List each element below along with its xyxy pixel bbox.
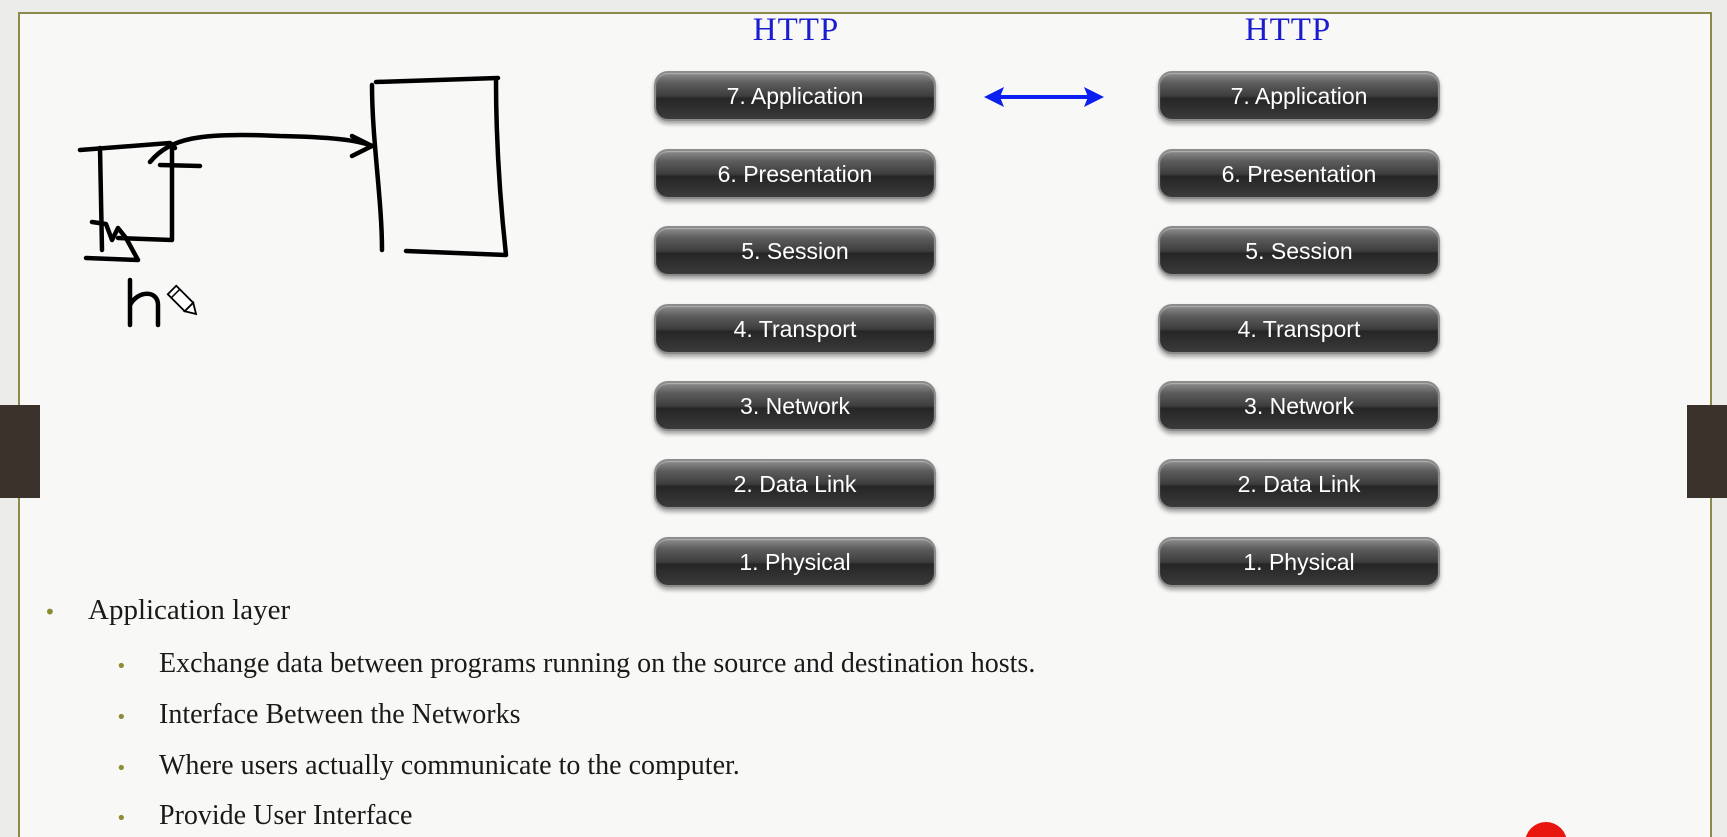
bullet-icon: • [116, 758, 127, 779]
sub-bullet-3: • Where users actually communicate to th… [116, 750, 740, 782]
right-layer-5-session-button[interactable]: 5. Session [1158, 226, 1440, 276]
sketch-client-base [83, 219, 141, 263]
bullet-main-text: Application layer [88, 594, 291, 626]
right-layer-7-application-button[interactable]: 7. Application [1158, 71, 1440, 121]
sub-bullet-3-text: Where users actually communicate to the … [159, 750, 740, 781]
sketch-letter-h [127, 277, 161, 328]
sub-bullet-4-text: Provide User Interface [159, 800, 413, 831]
bullet-icon: • [116, 808, 127, 829]
left-layer-3-network-button[interactable]: 3. Network [654, 381, 936, 431]
right-layer-3-network-button[interactable]: 3. Network [1158, 381, 1440, 431]
sub-bullet-4: • Provide User Interface [116, 800, 412, 832]
right-layer-6-presentation-button[interactable]: 6. Presentation [1158, 149, 1440, 199]
right-layer-1-physical-button[interactable]: 1. Physical [1158, 537, 1440, 587]
sub-bullet-1-text: Exchange data between programs running o… [159, 648, 1036, 679]
left-layer-5-session-button[interactable]: 5. Session [654, 226, 936, 276]
bullet-icon: • [116, 656, 127, 677]
right-layer-2-data-link-button[interactable]: 2. Data Link [1158, 459, 1440, 509]
right-side-handle[interactable] [1687, 405, 1727, 498]
left-layer-7-application-button[interactable]: 7. Application [654, 71, 936, 121]
bullet-main: • Application layer [44, 594, 290, 627]
sketch-client-right [115, 143, 175, 243]
sketch-client-left [97, 145, 105, 253]
sketch-arrow-tail [157, 162, 203, 169]
right-column-header: HTTP [1244, 12, 1332, 48]
right-layer-4-transport-button[interactable]: 4. Transport [1158, 304, 1440, 354]
left-layer-2-data-link-button[interactable]: 2. Data Link [654, 459, 936, 509]
sub-bullet-1: • Exchange data between programs running… [116, 648, 1035, 680]
sketch-arrow-head [349, 133, 375, 159]
sketch-client-top [77, 140, 178, 153]
bullet-icon: • [44, 600, 56, 624]
left-side-handle[interactable] [0, 405, 40, 498]
pencil-cursor-icon [166, 284, 198, 316]
sub-bullet-2-text: Interface Between the Networks [159, 699, 521, 730]
left-layer-1-physical-button[interactable]: 1. Physical [654, 537, 936, 587]
sketch-server-top [373, 75, 501, 85]
left-column-header: HTTP [752, 12, 840, 48]
sketch-server-right [403, 77, 509, 258]
double-arrow-icon [984, 87, 1104, 107]
sub-bullet-2: • Interface Between the Networks [116, 699, 521, 731]
left-layer-6-presentation-button[interactable]: 6. Presentation [654, 149, 936, 199]
left-layer-4-transport-button[interactable]: 4. Transport [654, 304, 936, 354]
record-indicator-icon [1525, 822, 1567, 837]
sketch-server-left [369, 82, 385, 253]
sketch-arrow-line [147, 132, 375, 165]
bullet-icon: • [116, 707, 127, 728]
